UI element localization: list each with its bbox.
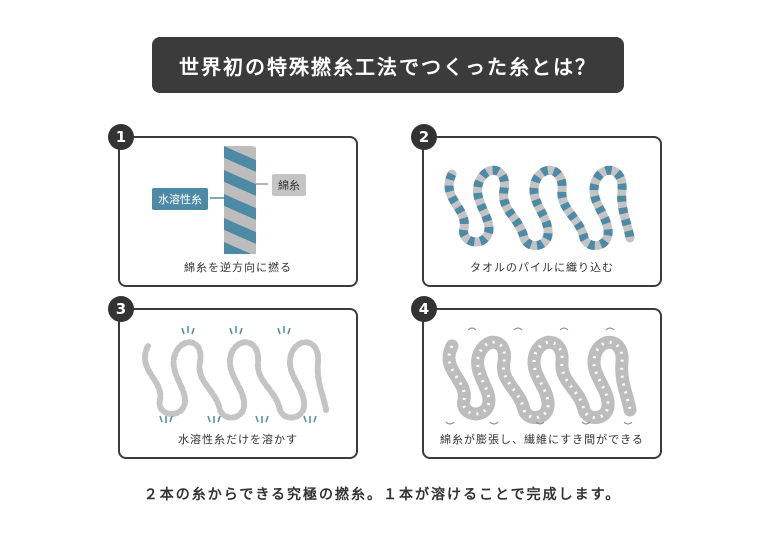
step-1-panel: 水溶性糸 綿糸 綿糸を逆方向に撚る bbox=[118, 136, 358, 287]
step-2-caption: タオルのパイルに織り込む bbox=[470, 261, 614, 274]
expanded-loops-illustration bbox=[442, 327, 637, 425]
step-3-caption: 水溶性糸だけを溶かす bbox=[178, 433, 298, 446]
step-4-number: 4 bbox=[411, 296, 437, 322]
step-4-panel: 綿糸が膨張し、繊維にすき間ができる bbox=[422, 308, 662, 459]
step-3-panel: 水溶性糸だけを溶かす bbox=[118, 308, 358, 459]
water-soluble-yarn-label: 水溶性糸 bbox=[152, 188, 208, 210]
dissolving-loops-illustration bbox=[142, 326, 329, 423]
step-1-number: 1 bbox=[108, 124, 134, 150]
page-title: 世界初の特殊撚糸工法でつくった糸とは？ bbox=[152, 37, 624, 93]
step-3-number: 3 bbox=[108, 296, 134, 322]
footer-text: ２本の糸からできる究極の撚糸。１本が溶けることで完成します。 bbox=[143, 487, 622, 503]
twisted-yarn-illustration bbox=[210, 146, 268, 254]
step-1-caption: 綿糸を逆方向に撚る bbox=[184, 261, 292, 274]
step-2-panel: タオルのパイルに織り込む bbox=[422, 136, 662, 287]
cotton-yarn-label: 綿糸 bbox=[272, 174, 306, 196]
step-2-number: 2 bbox=[411, 124, 437, 150]
pile-loops-illustration bbox=[444, 165, 635, 250]
step-4-caption: 綿糸が膨張し、繊維にすき間ができる bbox=[440, 433, 644, 446]
